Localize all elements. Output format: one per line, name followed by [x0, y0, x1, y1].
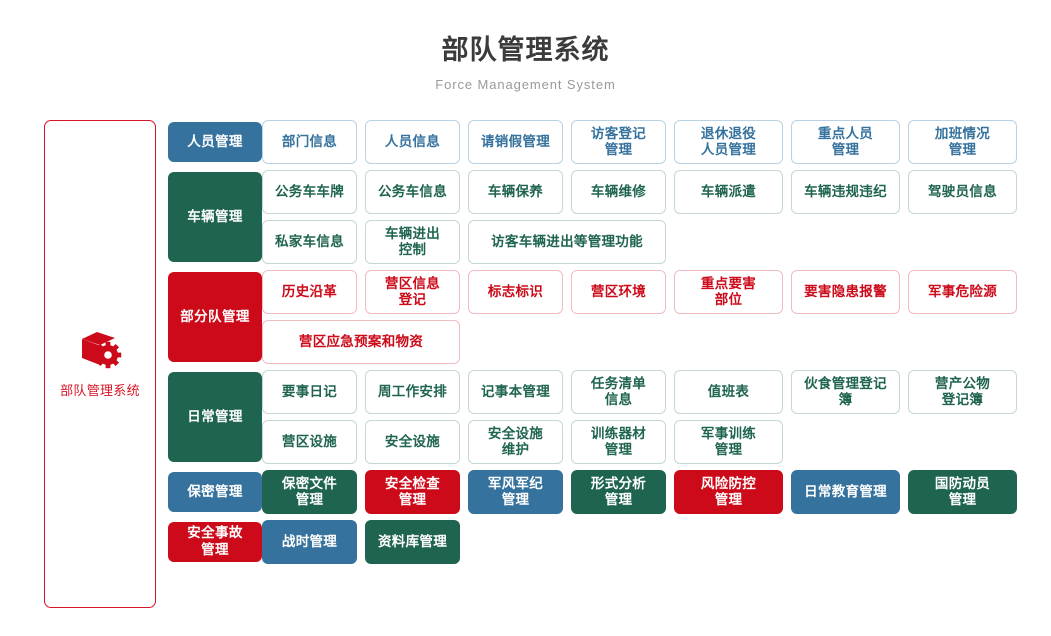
category-button[interactable]: 车辆管理 [168, 172, 262, 262]
module-button[interactable]: 营区信息登记 [365, 270, 460, 314]
module-button[interactable]: 军事危险源 [908, 270, 1017, 314]
module-row: 营区设施安全设施安全设施维护训练器材管理军事训练管理 [262, 420, 1040, 464]
module-button[interactable]: 车辆维修 [571, 170, 666, 214]
module-button[interactable]: 保密文件管理 [262, 470, 357, 514]
module-button[interactable]: 要害隐患报警 [791, 270, 900, 314]
module-button[interactable]: 加班情况管理 [908, 120, 1017, 164]
module-button[interactable]: 驾驶员信息 [908, 170, 1017, 214]
module-button[interactable]: 值班表 [674, 370, 783, 414]
module-button[interactable]: 营产公物登记簿 [908, 370, 1017, 414]
module-button[interactable]: 安全设施 [365, 420, 460, 464]
module-section: 日常管理要事日记周工作安排记事本管理任务清单信息值班表伙食管理登记簿营产公物登记… [168, 370, 1040, 464]
category-button[interactable]: 安全事故管理 [168, 522, 262, 562]
module-button[interactable]: 车辆进出控制 [365, 220, 460, 264]
page-header: 部队管理系统 Force Management System [0, 0, 1051, 92]
module-button[interactable]: 伙食管理登记簿 [791, 370, 900, 414]
system-board: 部队管理系统 人员管理部门信息人员信息请销假管理访客登记管理退休退役人员管理重点… [0, 120, 1051, 608]
module-button[interactable]: 任务清单信息 [571, 370, 666, 414]
module-row: 历史沿革营区信息登记标志标识营区环境重点要害部位要害隐患报警军事危险源 [262, 270, 1040, 314]
module-button[interactable]: 退休退役人员管理 [674, 120, 783, 164]
module-button[interactable]: 车辆保养 [468, 170, 563, 214]
module-button[interactable]: 营区设施 [262, 420, 357, 464]
module-button[interactable]: 重点要害部位 [674, 270, 783, 314]
category-button[interactable]: 部分队管理 [168, 272, 262, 362]
module-rows: 保密文件管理安全检查管理军风军纪管理形式分析管理风险防控管理日常教育管理国防动员… [262, 470, 1040, 514]
module-section: 部分队管理历史沿革营区信息登记标志标识营区环境重点要害部位要害隐患报警军事危险源… [168, 270, 1040, 364]
module-rows: 要事日记周工作安排记事本管理任务清单信息值班表伙食管理登记簿营产公物登记簿营区设… [262, 370, 1040, 464]
module-button[interactable]: 军风军纪管理 [468, 470, 563, 514]
module-button[interactable]: 日常教育管理 [791, 470, 900, 514]
module-button[interactable]: 营区应急预案和物资 [262, 320, 460, 364]
module-button[interactable]: 公务车车牌 [262, 170, 357, 214]
module-button[interactable]: 安全设施维护 [468, 420, 563, 464]
module-grid: 人员管理部门信息人员信息请销假管理访客登记管理退休退役人员管理重点人员管理加班情… [168, 120, 1040, 570]
module-button[interactable]: 标志标识 [468, 270, 563, 314]
module-button[interactable]: 训练器材管理 [571, 420, 666, 464]
module-button[interactable]: 战时管理 [262, 520, 357, 564]
module-rows: 部门信息人员信息请销假管理访客登记管理退休退役人员管理重点人员管理加班情况管理 [262, 120, 1040, 164]
module-button[interactable]: 军事训练管理 [674, 420, 783, 464]
module-row: 私家车信息车辆进出控制访客车辆进出等管理功能 [262, 220, 1040, 264]
module-section: 保密管理保密文件管理安全检查管理军风军纪管理形式分析管理风险防控管理日常教育管理… [168, 470, 1040, 514]
module-button[interactable]: 国防动员管理 [908, 470, 1017, 514]
module-button[interactable]: 要事日记 [262, 370, 357, 414]
module-button[interactable]: 形式分析管理 [571, 470, 666, 514]
module-row: 营区应急预案和物资 [262, 320, 1040, 364]
module-button[interactable]: 营区环境 [571, 270, 666, 314]
module-button[interactable]: 访客登记管理 [571, 120, 666, 164]
module-button[interactable]: 车辆派遣 [674, 170, 783, 214]
brand-panel: 部队管理系统 [44, 120, 156, 608]
module-section: 人员管理部门信息人员信息请销假管理访客登记管理退休退役人员管理重点人员管理加班情… [168, 120, 1040, 164]
module-row: 保密文件管理安全检查管理军风军纪管理形式分析管理风险防控管理日常教育管理国防动员… [262, 470, 1040, 514]
module-button[interactable]: 车辆违规违纪 [791, 170, 900, 214]
module-button[interactable]: 周工作安排 [365, 370, 460, 414]
module-row: 要事日记周工作安排记事本管理任务清单信息值班表伙食管理登记簿营产公物登记簿 [262, 370, 1040, 414]
module-row: 战时管理资料库管理 [262, 520, 1040, 564]
module-button[interactable]: 部门信息 [262, 120, 357, 164]
module-section: 安全事故管理战时管理资料库管理 [168, 520, 1040, 564]
module-button[interactable]: 资料库管理 [365, 520, 460, 564]
category-button[interactable]: 日常管理 [168, 372, 262, 462]
category-button[interactable]: 人员管理 [168, 122, 262, 162]
module-button[interactable]: 公务车信息 [365, 170, 460, 214]
box-gear-icon [77, 329, 123, 373]
module-button[interactable]: 重点人员管理 [791, 120, 900, 164]
module-rows: 历史沿革营区信息登记标志标识营区环境重点要害部位要害隐患报警军事危险源营区应急预… [262, 270, 1040, 364]
module-row: 公务车车牌公务车信息车辆保养车辆维修车辆派遣车辆违规违纪驾驶员信息 [262, 170, 1040, 214]
module-button[interactable]: 记事本管理 [468, 370, 563, 414]
category-button[interactable]: 保密管理 [168, 472, 262, 512]
module-button[interactable]: 访客车辆进出等管理功能 [468, 220, 666, 264]
module-rows: 战时管理资料库管理 [262, 520, 1040, 564]
module-button[interactable]: 人员信息 [365, 120, 460, 164]
module-button[interactable]: 安全检查管理 [365, 470, 460, 514]
page-subtitle: Force Management System [435, 76, 616, 92]
module-rows: 公务车车牌公务车信息车辆保养车辆维修车辆派遣车辆违规违纪驾驶员信息私家车信息车辆… [262, 170, 1040, 264]
page-title: 部队管理系统 [441, 35, 610, 65]
module-button[interactable]: 历史沿革 [262, 270, 357, 314]
module-button[interactable]: 私家车信息 [262, 220, 357, 264]
module-row: 部门信息人员信息请销假管理访客登记管理退休退役人员管理重点人员管理加班情况管理 [262, 120, 1040, 164]
brand-label: 部队管理系统 [60, 383, 140, 398]
module-button[interactable]: 风险防控管理 [674, 470, 783, 514]
module-section: 车辆管理公务车车牌公务车信息车辆保养车辆维修车辆派遣车辆违规违纪驾驶员信息私家车… [168, 170, 1040, 264]
module-button[interactable]: 请销假管理 [468, 120, 563, 164]
